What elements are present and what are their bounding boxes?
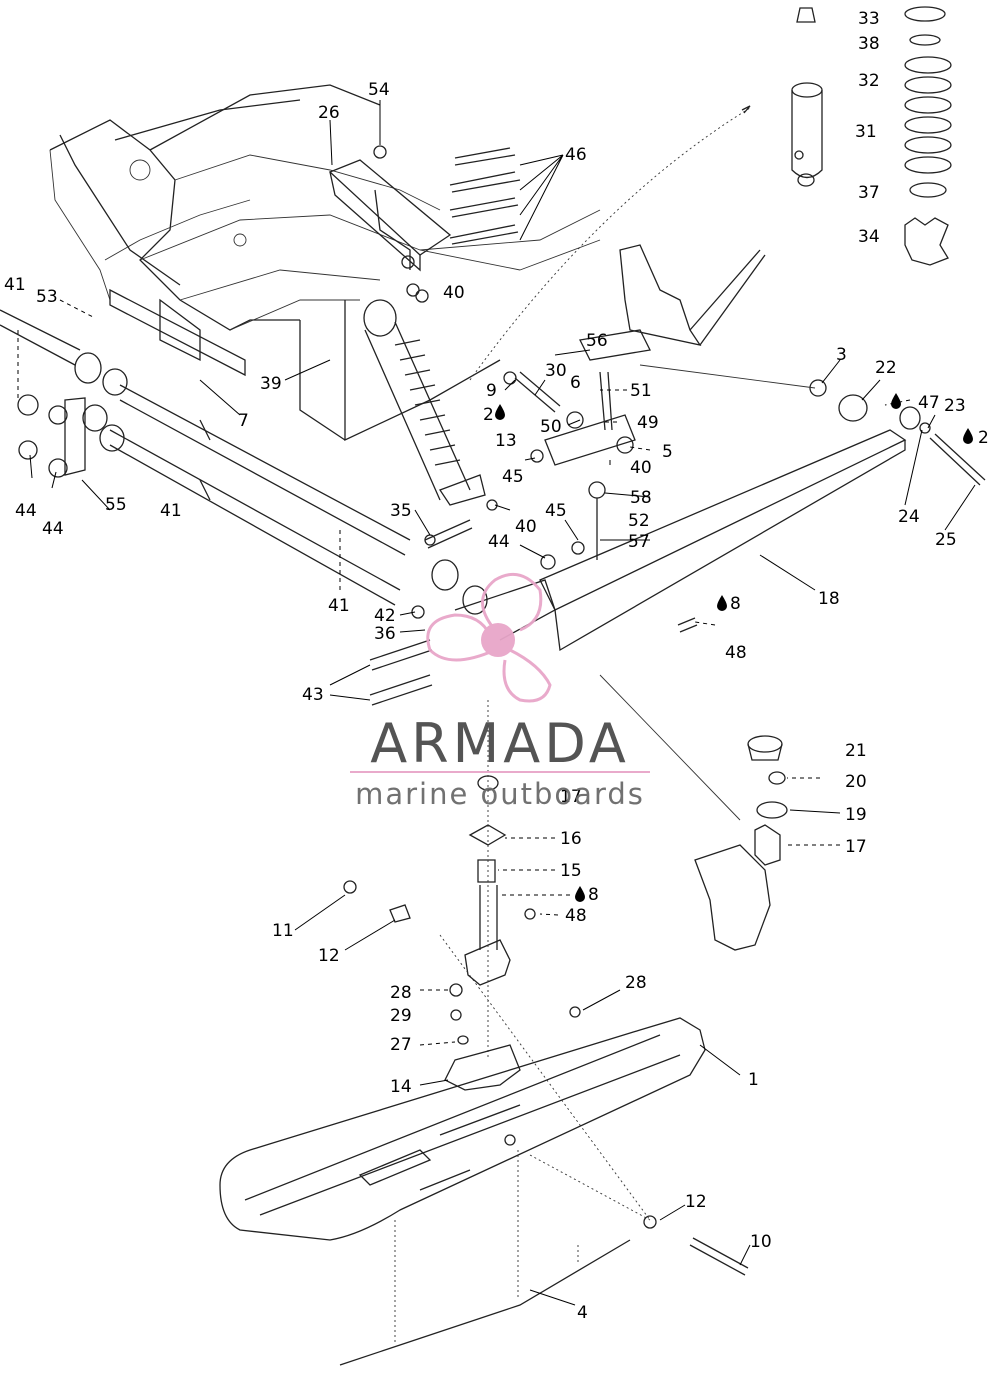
callout-51: 51 — [630, 381, 652, 401]
callout-44-left: 44 — [15, 501, 37, 521]
callout-2-left: 2 — [483, 405, 494, 425]
callout-55: 55 — [105, 495, 127, 515]
callout-31: 31 — [855, 122, 877, 142]
callout-41-mid: 41 — [160, 501, 182, 521]
callout-11: 11 — [272, 921, 294, 941]
callout-13: 13 — [495, 431, 517, 451]
callout-21: 21 — [845, 741, 867, 761]
steering-linkage — [406, 244, 766, 560]
callout-34: 34 — [858, 227, 880, 247]
callout-17-right: 17 — [845, 837, 867, 857]
callout-40-low: 40 — [515, 517, 537, 537]
callout-12-left: 12 — [318, 946, 340, 966]
callout-40-mid: 40 — [630, 458, 652, 478]
trailing-arm — [539, 364, 986, 652]
frame-assembly — [49, 84, 601, 442]
callout-27: 27 — [390, 1035, 412, 1055]
callout-53: 53 — [36, 287, 58, 307]
callout-29: 29 — [390, 1006, 412, 1026]
oil-drop-icon — [717, 595, 727, 611]
callout-35: 35 — [390, 501, 412, 521]
center-shock — [363, 299, 486, 506]
callout-28-left: 28 — [390, 983, 412, 1003]
callout-12-low: 12 — [685, 1192, 707, 1212]
callout-18: 18 — [818, 589, 840, 609]
callout-58: 58 — [630, 488, 652, 508]
bolt-set — [449, 147, 521, 245]
mounting-bracket — [328, 145, 452, 303]
callout-45-low: 45 — [545, 501, 567, 521]
watermark-title: ARMADA — [370, 712, 630, 775]
watermark-subtitle: marine outboards — [355, 777, 645, 811]
oil-drop-icons — [495, 393, 973, 902]
callout-4: 4 — [577, 1303, 588, 1323]
callout-38: 38 — [858, 34, 880, 54]
callout-56: 56 — [586, 331, 608, 351]
propeller-logo — [426, 572, 552, 703]
arrow-head — [741, 105, 751, 114]
oil-drop-icon — [575, 886, 585, 902]
callout-47: 47 — [918, 393, 940, 413]
callout-24: 24 — [898, 507, 920, 527]
callout-41-top: 41 — [4, 275, 26, 295]
reference-arrow — [469, 107, 751, 381]
callout-labels: 33 38 32 31 37 34 54 26 46 40 41 53 39 7… — [4, 9, 989, 1323]
callout-30: 30 — [545, 361, 567, 381]
callout-44-center: 44 — [488, 532, 510, 552]
callout-44-left2: 44 — [42, 519, 64, 539]
leader-lines — [17, 100, 976, 1306]
callout-41-low: 41 — [328, 596, 350, 616]
oil-drop-icon — [891, 393, 901, 409]
oil-drop-icon — [963, 428, 973, 444]
callout-36: 36 — [374, 624, 396, 644]
callout-37: 37 — [858, 183, 880, 203]
callout-7: 7 — [238, 411, 249, 431]
spring-stack — [904, 6, 952, 266]
callout-32: 32 — [858, 71, 880, 91]
left-mount-hardware — [0, 288, 246, 478]
callout-43: 43 — [302, 685, 324, 705]
rods — [109, 384, 411, 606]
callout-28-right: 28 — [625, 973, 647, 993]
callout-8-top: 8 — [730, 594, 741, 614]
callout-16: 16 — [560, 829, 582, 849]
callout-52: 52 — [628, 511, 650, 531]
callout-10: 10 — [750, 1232, 772, 1252]
callout-54: 54 — [368, 80, 390, 100]
callout-19: 19 — [845, 805, 867, 825]
callout-1: 1 — [748, 1070, 759, 1090]
callout-45-top: 45 — [502, 467, 524, 487]
callout-8-low: 8 — [588, 885, 599, 905]
callout-42: 42 — [374, 606, 396, 626]
ski-leg-right — [599, 674, 788, 951]
callout-57: 57 — [628, 532, 650, 552]
oil-drop-icon — [495, 404, 505, 420]
shock-absorber-part — [791, 7, 823, 187]
callout-39: 39 — [260, 374, 282, 394]
callout-46: 46 — [565, 145, 587, 165]
callout-23: 23 — [944, 396, 966, 416]
callout-6: 6 — [570, 373, 581, 393]
callout-5: 5 — [662, 442, 673, 462]
callout-22: 22 — [875, 358, 897, 378]
callout-2-right: 2 — [978, 428, 989, 448]
callout-26: 26 — [318, 103, 340, 123]
callout-25: 25 — [935, 530, 957, 550]
callout-49: 49 — [637, 413, 659, 433]
callout-20: 20 — [845, 772, 867, 792]
callout-9: 9 — [486, 381, 497, 401]
callout-17-center: 17 — [560, 787, 582, 807]
callout-15: 15 — [560, 861, 582, 881]
ski — [219, 934, 749, 1366]
callout-48-low: 48 — [565, 906, 587, 926]
callout-48-top: 48 — [725, 643, 747, 663]
callout-50: 50 — [540, 417, 562, 437]
callout-33: 33 — [858, 9, 880, 29]
watermark: ARMADA marine outboards — [350, 572, 650, 811]
callout-14: 14 — [390, 1077, 412, 1097]
callout-3: 3 — [836, 345, 847, 365]
callout-40-top: 40 — [443, 283, 465, 303]
